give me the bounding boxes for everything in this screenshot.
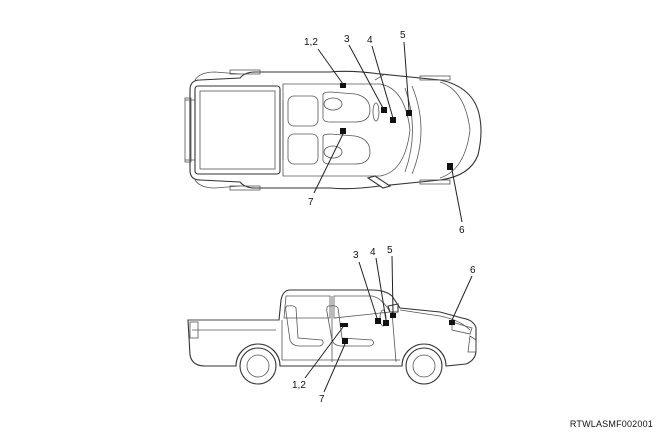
side-marker-3 <box>375 318 381 324</box>
top-callout-4: 4 <box>367 35 373 46</box>
top-view-vehicle <box>184 69 482 191</box>
top-callout-5: 5 <box>400 30 406 41</box>
side-callout-4: 4 <box>370 247 376 258</box>
top-callout-1-2: 1,2 <box>304 37 318 48</box>
top-marker-4 <box>390 117 396 123</box>
side-marker-4 <box>383 320 389 326</box>
top-callout-6: 6 <box>459 225 465 236</box>
side-view-vehicle <box>187 289 477 385</box>
top-view-callouts: 1,2 3 4 5 6 7 <box>304 30 465 236</box>
side-marker-6 <box>449 320 455 325</box>
side-view-markers <box>340 313 455 344</box>
side-callout-7: 7 <box>319 394 325 405</box>
side-callout-3: 3 <box>353 250 359 261</box>
top-marker-5 <box>406 110 412 116</box>
top-marker-7 <box>340 128 346 134</box>
side-callout-6: 6 <box>470 265 476 276</box>
top-marker-6 <box>447 163 453 170</box>
figure-code: RTWLASMF002001 <box>569 419 653 429</box>
side-view-callouts: 3 4 5 6 1,2 7 <box>292 245 476 405</box>
side-marker-5 <box>390 313 396 318</box>
top-view-markers <box>340 83 453 170</box>
top-view-leaders <box>313 41 463 223</box>
top-callout-7: 7 <box>308 197 314 208</box>
side-callout-1-2: 1,2 <box>292 380 306 391</box>
side-view-leaders <box>304 255 473 393</box>
side-callout-5: 5 <box>387 245 393 256</box>
top-marker-3 <box>381 107 387 113</box>
side-marker-1-2 <box>340 323 348 327</box>
top-callout-3: 3 <box>344 34 350 45</box>
top-marker-1-2 <box>340 83 346 88</box>
side-marker-7 <box>342 338 348 344</box>
